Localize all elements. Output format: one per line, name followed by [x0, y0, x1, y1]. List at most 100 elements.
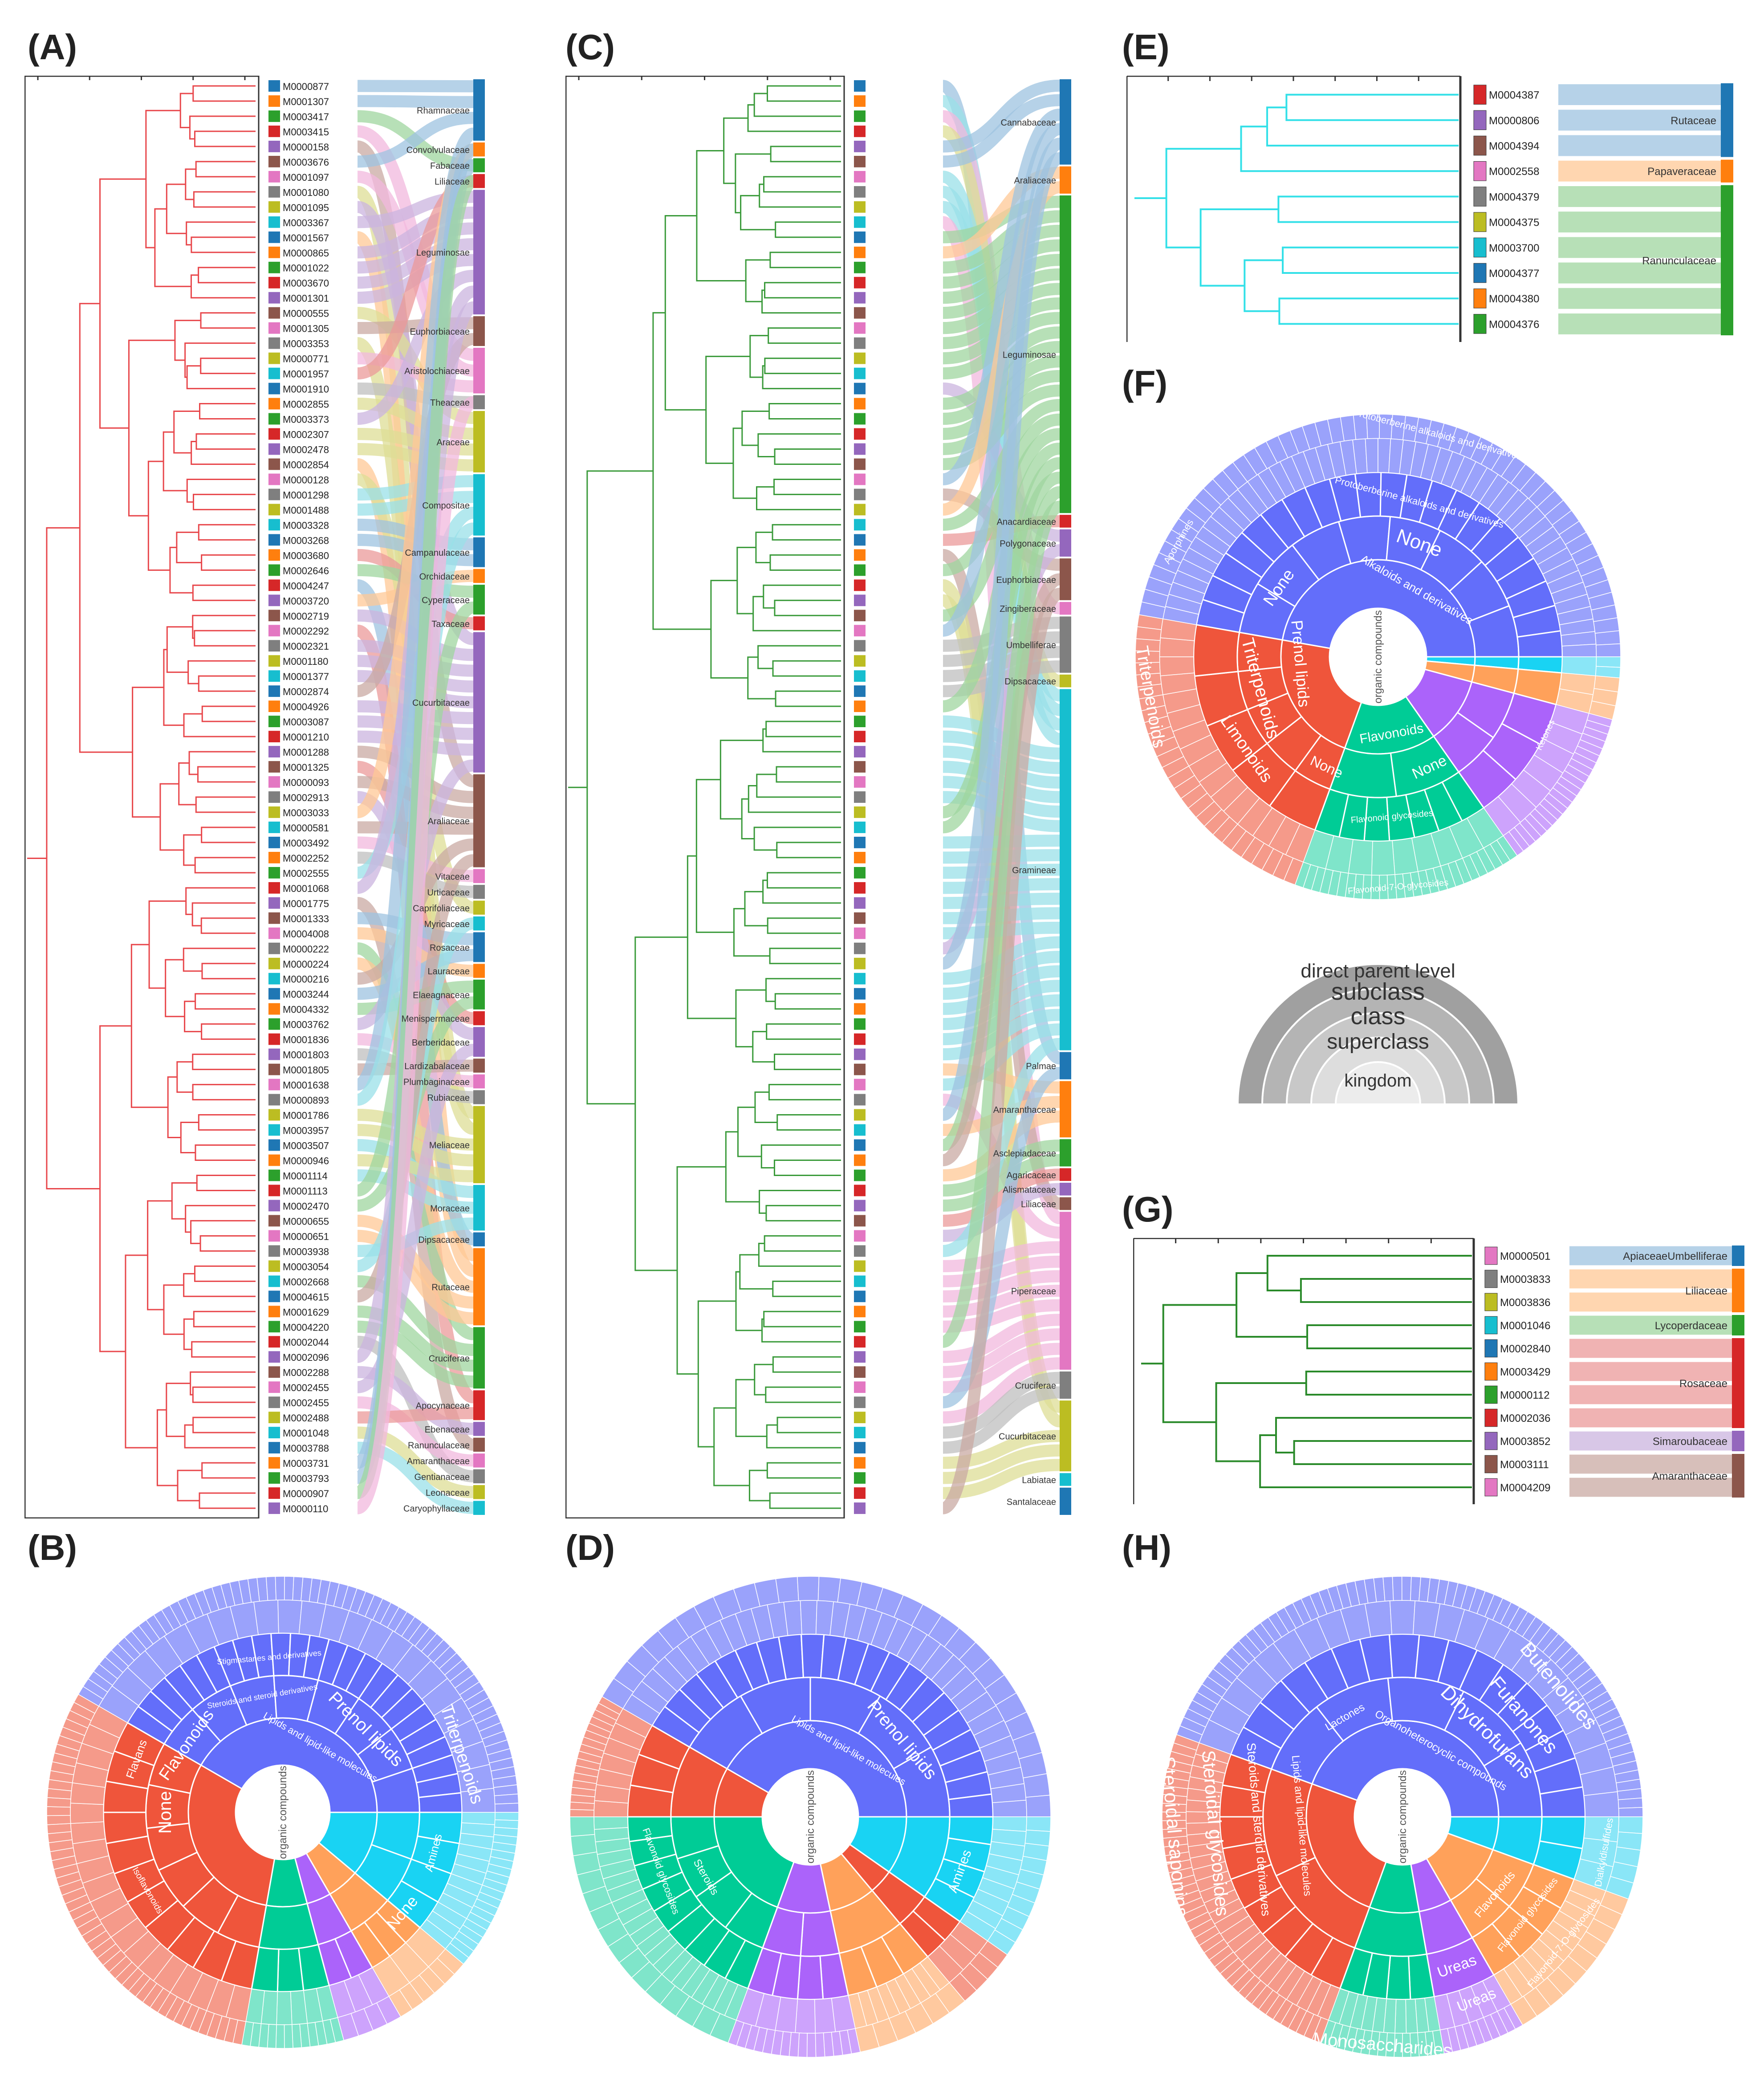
leaf-marker — [854, 292, 866, 304]
leaf-label: M0001068 — [283, 883, 329, 894]
family-bar — [473, 1011, 485, 1026]
family-label: Moraceae — [430, 1204, 470, 1213]
leaf-label: M0001488 — [283, 505, 329, 516]
tree-branch — [192, 1084, 256, 1101]
legend-level-label: superclass — [1327, 1030, 1429, 1054]
leaf-label: M0001180 — [283, 656, 328, 667]
tree-branch — [762, 365, 841, 390]
sunburst-segment — [1594, 630, 1621, 646]
leaf-marker — [268, 1063, 280, 1075]
leaf-label: M0003328 — [283, 520, 329, 531]
tree-branch — [198, 1114, 256, 1131]
leaf-marker — [1473, 85, 1487, 105]
leaf-marker — [854, 822, 866, 833]
family-bar — [473, 1485, 485, 1499]
tree-branch — [735, 1379, 767, 1437]
leaf-marker — [268, 1215, 280, 1227]
leaf-label: M0004379 — [1489, 191, 1539, 203]
leaf-marker — [854, 1094, 866, 1106]
leaf-marker — [268, 1306, 280, 1318]
tree-branch — [176, 531, 202, 563]
leaf-marker — [854, 1336, 866, 1348]
sunburst-segment — [1137, 614, 1163, 630]
tree-branch — [763, 176, 841, 193]
leaf-marker — [1484, 1293, 1498, 1311]
family-bar — [1060, 195, 1071, 513]
dendrogram-e: RutaceaePapaveraceaeRanunculaceaeM000438… — [1126, 76, 1733, 342]
family-label: Alismataceae — [1003, 1185, 1056, 1195]
tree-branch — [192, 1386, 256, 1403]
tree-branch — [1244, 259, 1283, 312]
tree-branch — [201, 705, 256, 722]
tree-branch — [733, 908, 770, 957]
tree-branch — [201, 554, 256, 571]
tree-branch — [166, 1383, 191, 1437]
leaf-marker — [854, 504, 866, 516]
tree-branch — [196, 1174, 256, 1191]
sunburst-center-label: organic compounds — [805, 1770, 817, 1863]
leaf-marker — [268, 610, 280, 622]
family-bar — [473, 1185, 485, 1231]
leaf-label: M0001629 — [283, 1307, 329, 1318]
family-bar — [1721, 159, 1733, 183]
sankey-flow — [943, 1299, 1060, 1333]
leaf-label: M0004387 — [1489, 90, 1539, 102]
sunburst-segment — [494, 1812, 519, 1821]
sankey-flow — [941, 587, 1061, 1514]
family-label: Piperaceae — [1011, 1287, 1056, 1297]
leaf-marker — [854, 685, 866, 697]
family-bar — [1721, 185, 1733, 335]
tree-branch — [754, 1091, 777, 1123]
family-label: Euphorbiaceae — [410, 327, 470, 337]
tree-branch — [194, 857, 256, 874]
leaf-label: M0003367 — [283, 217, 329, 228]
leaf-label: M0002668 — [283, 1276, 329, 1287]
leaf-marker — [854, 1306, 866, 1318]
tree-branch — [174, 320, 201, 361]
tree-branch — [190, 1220, 256, 1244]
leaf-label: M0000651 — [283, 1231, 329, 1242]
leaf-marker — [268, 655, 280, 667]
leaf-marker — [854, 1169, 866, 1181]
leaf-marker — [268, 1260, 280, 1272]
leaf-label: M0002488 — [283, 1412, 329, 1424]
leaf-label: M0000158 — [283, 142, 329, 153]
leaf-label: M0002478 — [283, 444, 329, 455]
family-label: Campanulaceae — [405, 548, 470, 558]
tree-branch — [759, 183, 841, 208]
leaf-marker — [854, 1063, 866, 1075]
sunburst-segment — [494, 1793, 519, 1805]
sunburst-segment — [1382, 1576, 1394, 1602]
leaf-marker — [268, 1472, 280, 1484]
leaf-marker — [854, 1124, 866, 1136]
tree-branch — [148, 900, 186, 989]
leaf-marker — [1473, 314, 1487, 334]
tree-branch — [198, 675, 256, 692]
tree-branch — [194, 1265, 256, 1282]
leaf-marker — [268, 973, 280, 985]
sunburst-segment — [1023, 1773, 1050, 1798]
family-label: Menispermaceae — [402, 1014, 470, 1024]
tree-branch — [747, 656, 776, 700]
family-bar — [473, 316, 485, 346]
family-bar — [473, 585, 485, 615]
family-bar — [1060, 1183, 1071, 1196]
sunburst-segment — [292, 2023, 302, 2049]
tree-branch — [763, 584, 841, 609]
leaf-marker — [854, 155, 866, 167]
leaf-label: M0000112 — [1500, 1389, 1550, 1401]
hierarchy-legend: direct parent levelsubclassclasssupercla… — [1236, 960, 1520, 1105]
leaf-label: M0003415 — [283, 126, 329, 138]
tree-branch — [192, 1416, 256, 1433]
sunburst-segment — [1618, 1797, 1643, 1809]
leaf-marker — [268, 806, 280, 818]
tree-branch — [195, 433, 256, 450]
tree-branch — [766, 872, 841, 889]
family-bar — [473, 1422, 485, 1436]
leaf-marker — [268, 1275, 280, 1287]
leaf-marker — [268, 171, 280, 183]
leaf-marker — [268, 882, 280, 894]
tree-branch — [765, 1205, 841, 1221]
leaf-marker — [268, 776, 280, 788]
